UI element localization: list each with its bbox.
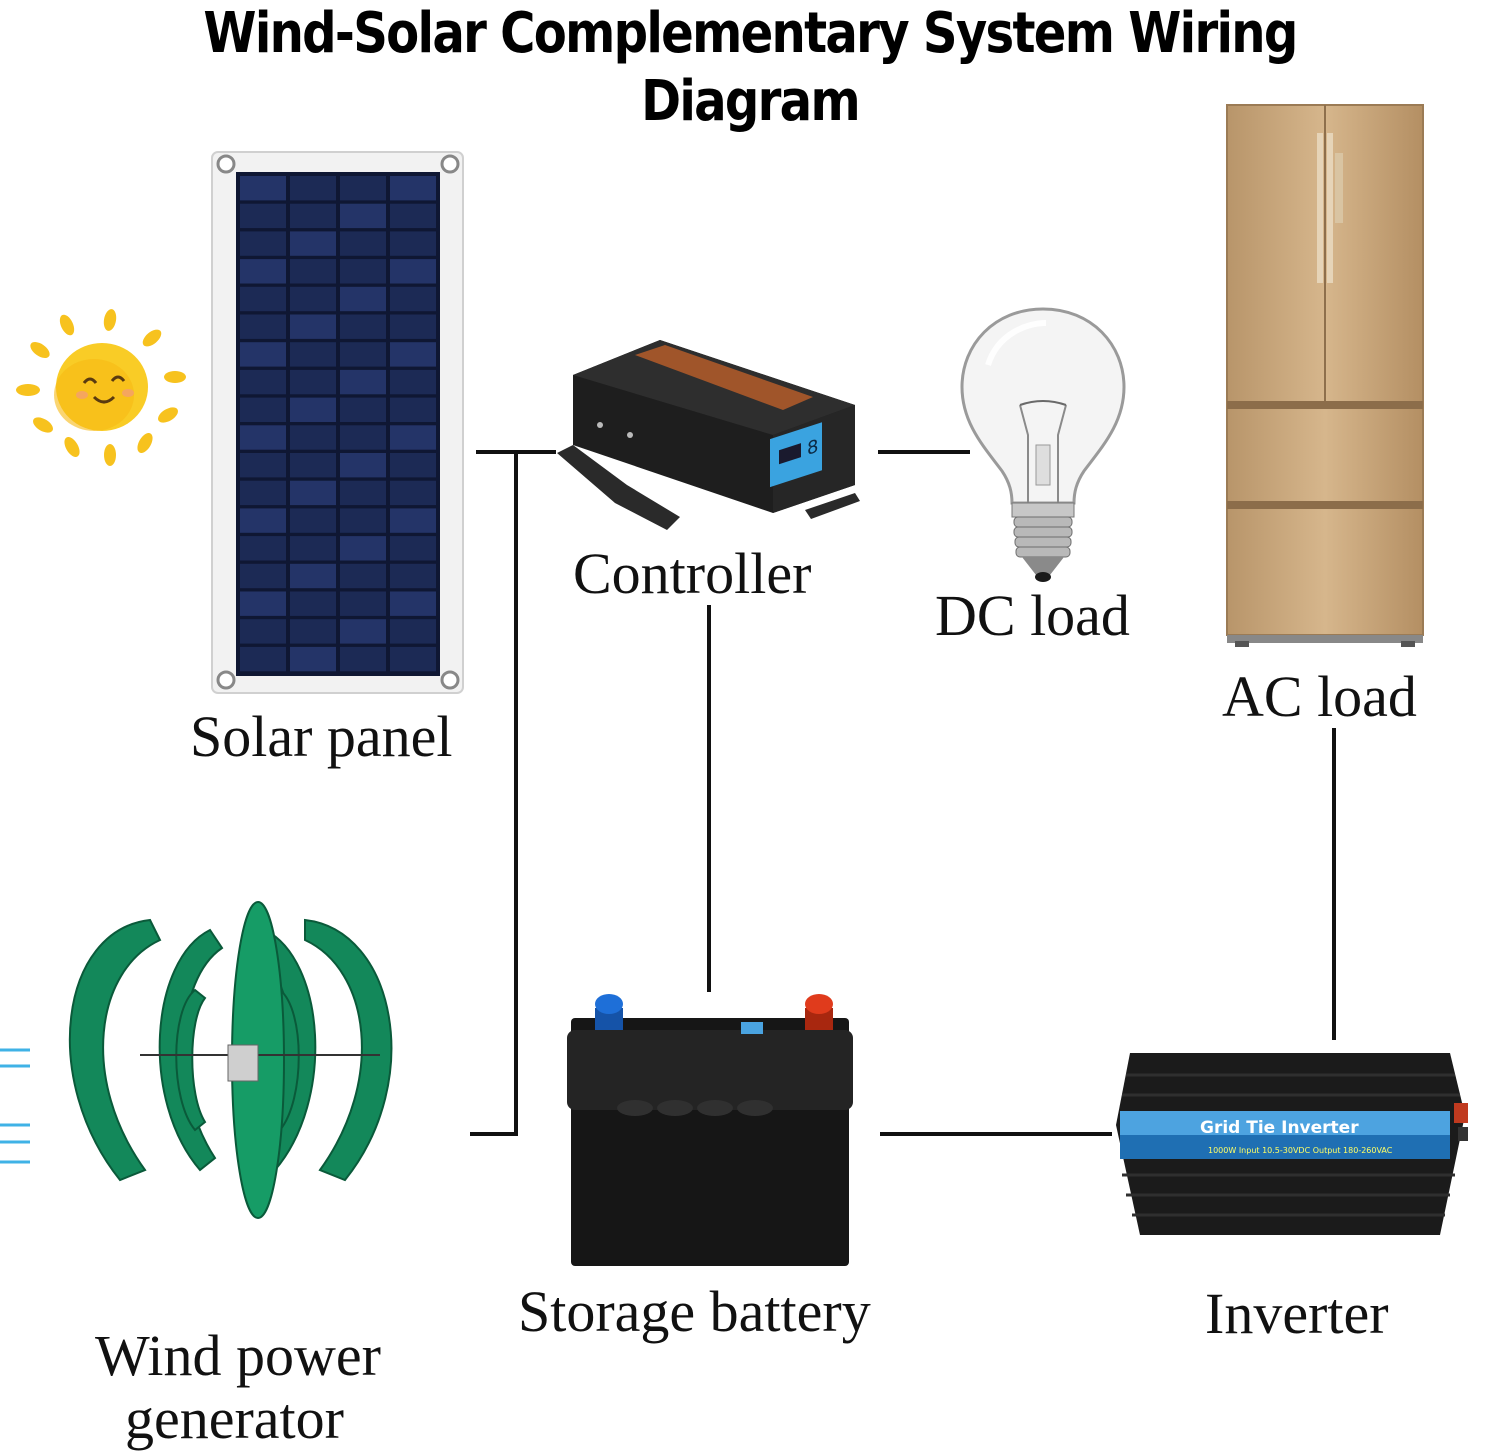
solar-panel-icon — [211, 151, 464, 694]
solar-cell — [340, 397, 386, 422]
solar-cell — [340, 314, 386, 339]
solar-cell — [290, 397, 336, 422]
solar-cell — [390, 342, 436, 367]
solar-panel-label: Solar panel — [190, 704, 453, 769]
solar-cell — [240, 342, 286, 367]
solar-cell — [340, 342, 386, 367]
solar-cell — [290, 591, 336, 616]
inverter-nameplate: Grid Tie Inverter — [1200, 1118, 1359, 1138]
sun-icon — [16, 309, 186, 466]
wire-vertical-bus — [514, 450, 518, 1136]
solar-cell — [340, 203, 386, 229]
solar-cell — [290, 646, 336, 672]
solar-cell — [240, 646, 286, 672]
solar-cell — [390, 563, 436, 589]
ac-load-label: AC load — [1222, 664, 1417, 729]
wind-turbine-icon — [0, 901, 393, 1219]
controller-icon: 8 — [557, 340, 860, 530]
dc-load-label: DC load — [935, 583, 1130, 648]
solar-cell — [340, 591, 386, 616]
solar-cell — [390, 314, 436, 339]
solar-cell — [340, 231, 386, 256]
solar-cell — [290, 259, 336, 284]
solar-cell — [240, 453, 286, 478]
solar-cell — [290, 536, 336, 561]
solar-cell — [240, 425, 286, 450]
solar-cell — [390, 203, 436, 229]
wire-inverter-to-ac-load — [1332, 728, 1336, 1040]
solar-cell — [290, 563, 336, 589]
solar-cell — [390, 286, 436, 312]
solar-cell — [390, 369, 436, 395]
solar-cell — [390, 619, 436, 644]
solar-cell — [390, 536, 436, 561]
solar-cell — [240, 314, 286, 339]
solar-cell — [240, 397, 286, 422]
svg-text:8: 8 — [807, 436, 818, 460]
solar-cell — [240, 203, 286, 229]
solar-cell — [340, 176, 386, 201]
wire-wind-to-bus — [470, 1132, 518, 1136]
solar-cell — [290, 369, 336, 395]
wire-controller-to-dc-load — [878, 450, 970, 454]
solar-cell — [340, 536, 386, 561]
diagram-title: Wind-Solar Complementary System Wiring D… — [203, 1, 1298, 134]
solar-cell — [390, 480, 436, 506]
solar-cell — [340, 646, 386, 672]
solar-cell — [290, 286, 336, 312]
solar-cell — [390, 231, 436, 256]
solar-cell — [290, 203, 336, 229]
solar-cell — [240, 508, 286, 533]
solar-cell — [240, 369, 286, 395]
solar-cell — [290, 425, 336, 450]
wind-generator-label-line2: generator — [125, 1386, 344, 1451]
solar-cell — [240, 619, 286, 644]
solar-cell — [340, 369, 386, 395]
solar-cell — [290, 231, 336, 256]
solar-cell — [340, 286, 386, 312]
solar-cell — [390, 397, 436, 422]
solar-cell — [390, 259, 436, 284]
solar-cell — [240, 231, 286, 256]
controller-label: Controller — [573, 541, 812, 606]
solar-cell — [340, 563, 386, 589]
solar-cell — [340, 453, 386, 478]
inverter-icon: Grid Tie Inverter 1000W Input 10.5-30VDC… — [1116, 1053, 1468, 1235]
solar-cell — [290, 176, 336, 201]
solar-cell — [290, 619, 336, 644]
solar-cell — [240, 176, 286, 201]
wind-generator-label-line1: Wind power — [95, 1323, 381, 1388]
solar-cell — [340, 259, 386, 284]
solar-cell — [340, 480, 386, 506]
solar-cell — [240, 536, 286, 561]
wire-controller-to-battery — [707, 605, 711, 992]
inverter-spec: 1000W Input 10.5-30VDC Output 180-260VAC — [1208, 1146, 1393, 1155]
solar-cell — [240, 259, 286, 284]
solar-cell — [240, 480, 286, 506]
solar-cell — [390, 176, 436, 201]
battery-icon — [567, 994, 853, 1266]
solar-cell — [390, 453, 436, 478]
inverter-label: Inverter — [1205, 1281, 1389, 1346]
solar-cell — [290, 453, 336, 478]
refrigerator-icon — [1226, 104, 1424, 647]
solar-cell — [340, 425, 386, 450]
solar-cell — [390, 508, 436, 533]
solar-cell — [290, 480, 336, 506]
solar-cell — [340, 619, 386, 644]
solar-cell — [390, 425, 436, 450]
storage-battery-label: Storage battery — [518, 1279, 871, 1344]
solar-cell — [290, 342, 336, 367]
solar-cell — [390, 646, 436, 672]
solar-cell — [290, 314, 336, 339]
solar-cell — [340, 508, 386, 533]
solar-cell — [240, 591, 286, 616]
solar-cell — [240, 286, 286, 312]
solar-cell — [240, 563, 286, 589]
wire-battery-to-inverter — [880, 1132, 1112, 1136]
light-bulb-icon — [960, 307, 1126, 582]
solar-cell — [290, 508, 336, 533]
solar-cell — [390, 591, 436, 616]
